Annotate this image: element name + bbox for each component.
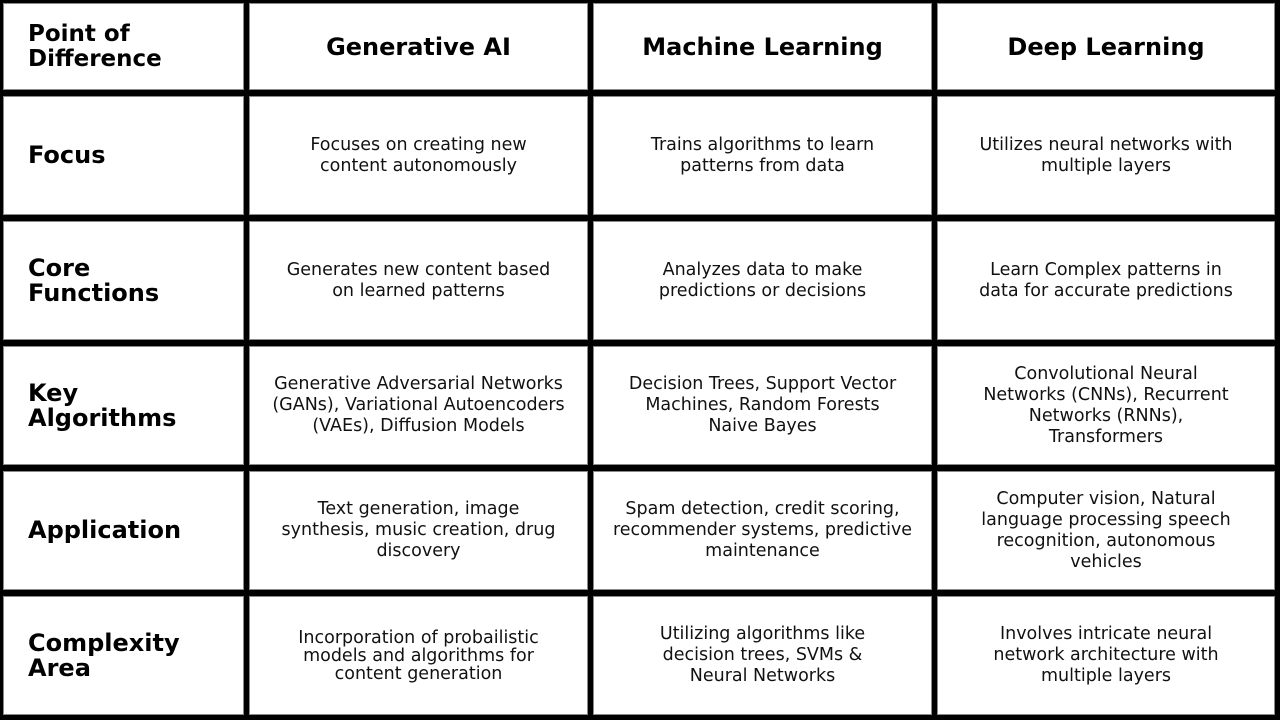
- table-cell: Utilizes neural networks with multiple l…: [937, 96, 1275, 215]
- column-header-label: Machine Learning: [642, 32, 883, 61]
- column-header-label: Deep Learning: [1007, 32, 1205, 61]
- row-header-label: Focus: [28, 141, 106, 169]
- column-header-generative-ai: Generative AI: [249, 3, 588, 90]
- row-header-focus: Focus: [3, 96, 244, 215]
- table-cell: Utilizing algorithms like decision trees…: [593, 596, 932, 715]
- cell-text: Trains algorithms to learn patterns from…: [650, 134, 875, 176]
- cell-text: Convolutional Neural Networks (CNNs), Re…: [983, 363, 1229, 447]
- row-header-label: Complexity Area: [28, 628, 180, 682]
- column-header-label: Generative AI: [326, 32, 511, 61]
- cell-text: Focuses on creating new content autonomo…: [310, 134, 527, 176]
- table-cell: Spam detection, credit scoring, recommen…: [593, 471, 932, 590]
- cell-text: Generative Adversarial Networks (GANs), …: [272, 374, 565, 436]
- column-header-deep-learning: Deep Learning: [937, 3, 1275, 90]
- row-header-complexity-area: Complexity Area: [3, 596, 244, 715]
- table-cell: Involves intricate neural network archit…: [937, 596, 1275, 715]
- corner-label: Point of Difference: [28, 20, 162, 72]
- table-cell: Generates new content based on learned p…: [249, 221, 588, 340]
- cell-text: Generates new content based on learned p…: [286, 259, 551, 301]
- cell-text: Text generation, image synthesis, music …: [281, 499, 556, 561]
- table-cell: Text generation, image synthesis, music …: [249, 471, 588, 590]
- cell-text: Decision Trees, Support Vector Machines,…: [628, 374, 897, 436]
- row-header-application: Application: [3, 471, 244, 590]
- cell-text: Analyzes data to make predictions or dec…: [658, 259, 867, 301]
- table-cell: Decision Trees, Support Vector Machines,…: [593, 346, 932, 465]
- cell-text: Utilizing algorithms like decision trees…: [659, 624, 866, 686]
- table-cell: Convolutional Neural Networks (CNNs), Re…: [937, 346, 1275, 465]
- row-header-key-algorithms: Key Algorithms: [3, 346, 244, 465]
- row-header-label: Core Functions: [28, 253, 160, 307]
- corner-header-cell: Point of Difference: [3, 3, 244, 90]
- cell-text: Spam detection, credit scoring, recommen…: [612, 499, 913, 561]
- cell-text: Computer vision, Natural language proces…: [981, 488, 1231, 572]
- table-cell: Trains algorithms to learn patterns from…: [593, 96, 932, 215]
- table-cell: Focuses on creating new content autonomo…: [249, 96, 588, 215]
- row-header-label: Application: [28, 516, 182, 544]
- cell-text: Utilizes neural networks with multiple l…: [979, 134, 1233, 176]
- cell-text: Incorporation of probailistic models and…: [298, 627, 539, 684]
- row-header-label: Key Algorithms: [28, 378, 177, 432]
- table-cell: Incorporation of probailistic models and…: [249, 596, 588, 715]
- table-cell: Generative Adversarial Networks (GANs), …: [249, 346, 588, 465]
- table-cell: Computer vision, Natural language proces…: [937, 471, 1275, 590]
- column-header-machine-learning: Machine Learning: [593, 3, 932, 90]
- row-header-core-functions: Core Functions: [3, 221, 244, 340]
- cell-text: Involves intricate neural network archit…: [993, 624, 1219, 686]
- cell-text: Learn Complex patterns in data for accur…: [979, 259, 1233, 301]
- table-cell: Analyzes data to make predictions or dec…: [593, 221, 932, 340]
- table-cell: Learn Complex patterns in data for accur…: [937, 221, 1275, 340]
